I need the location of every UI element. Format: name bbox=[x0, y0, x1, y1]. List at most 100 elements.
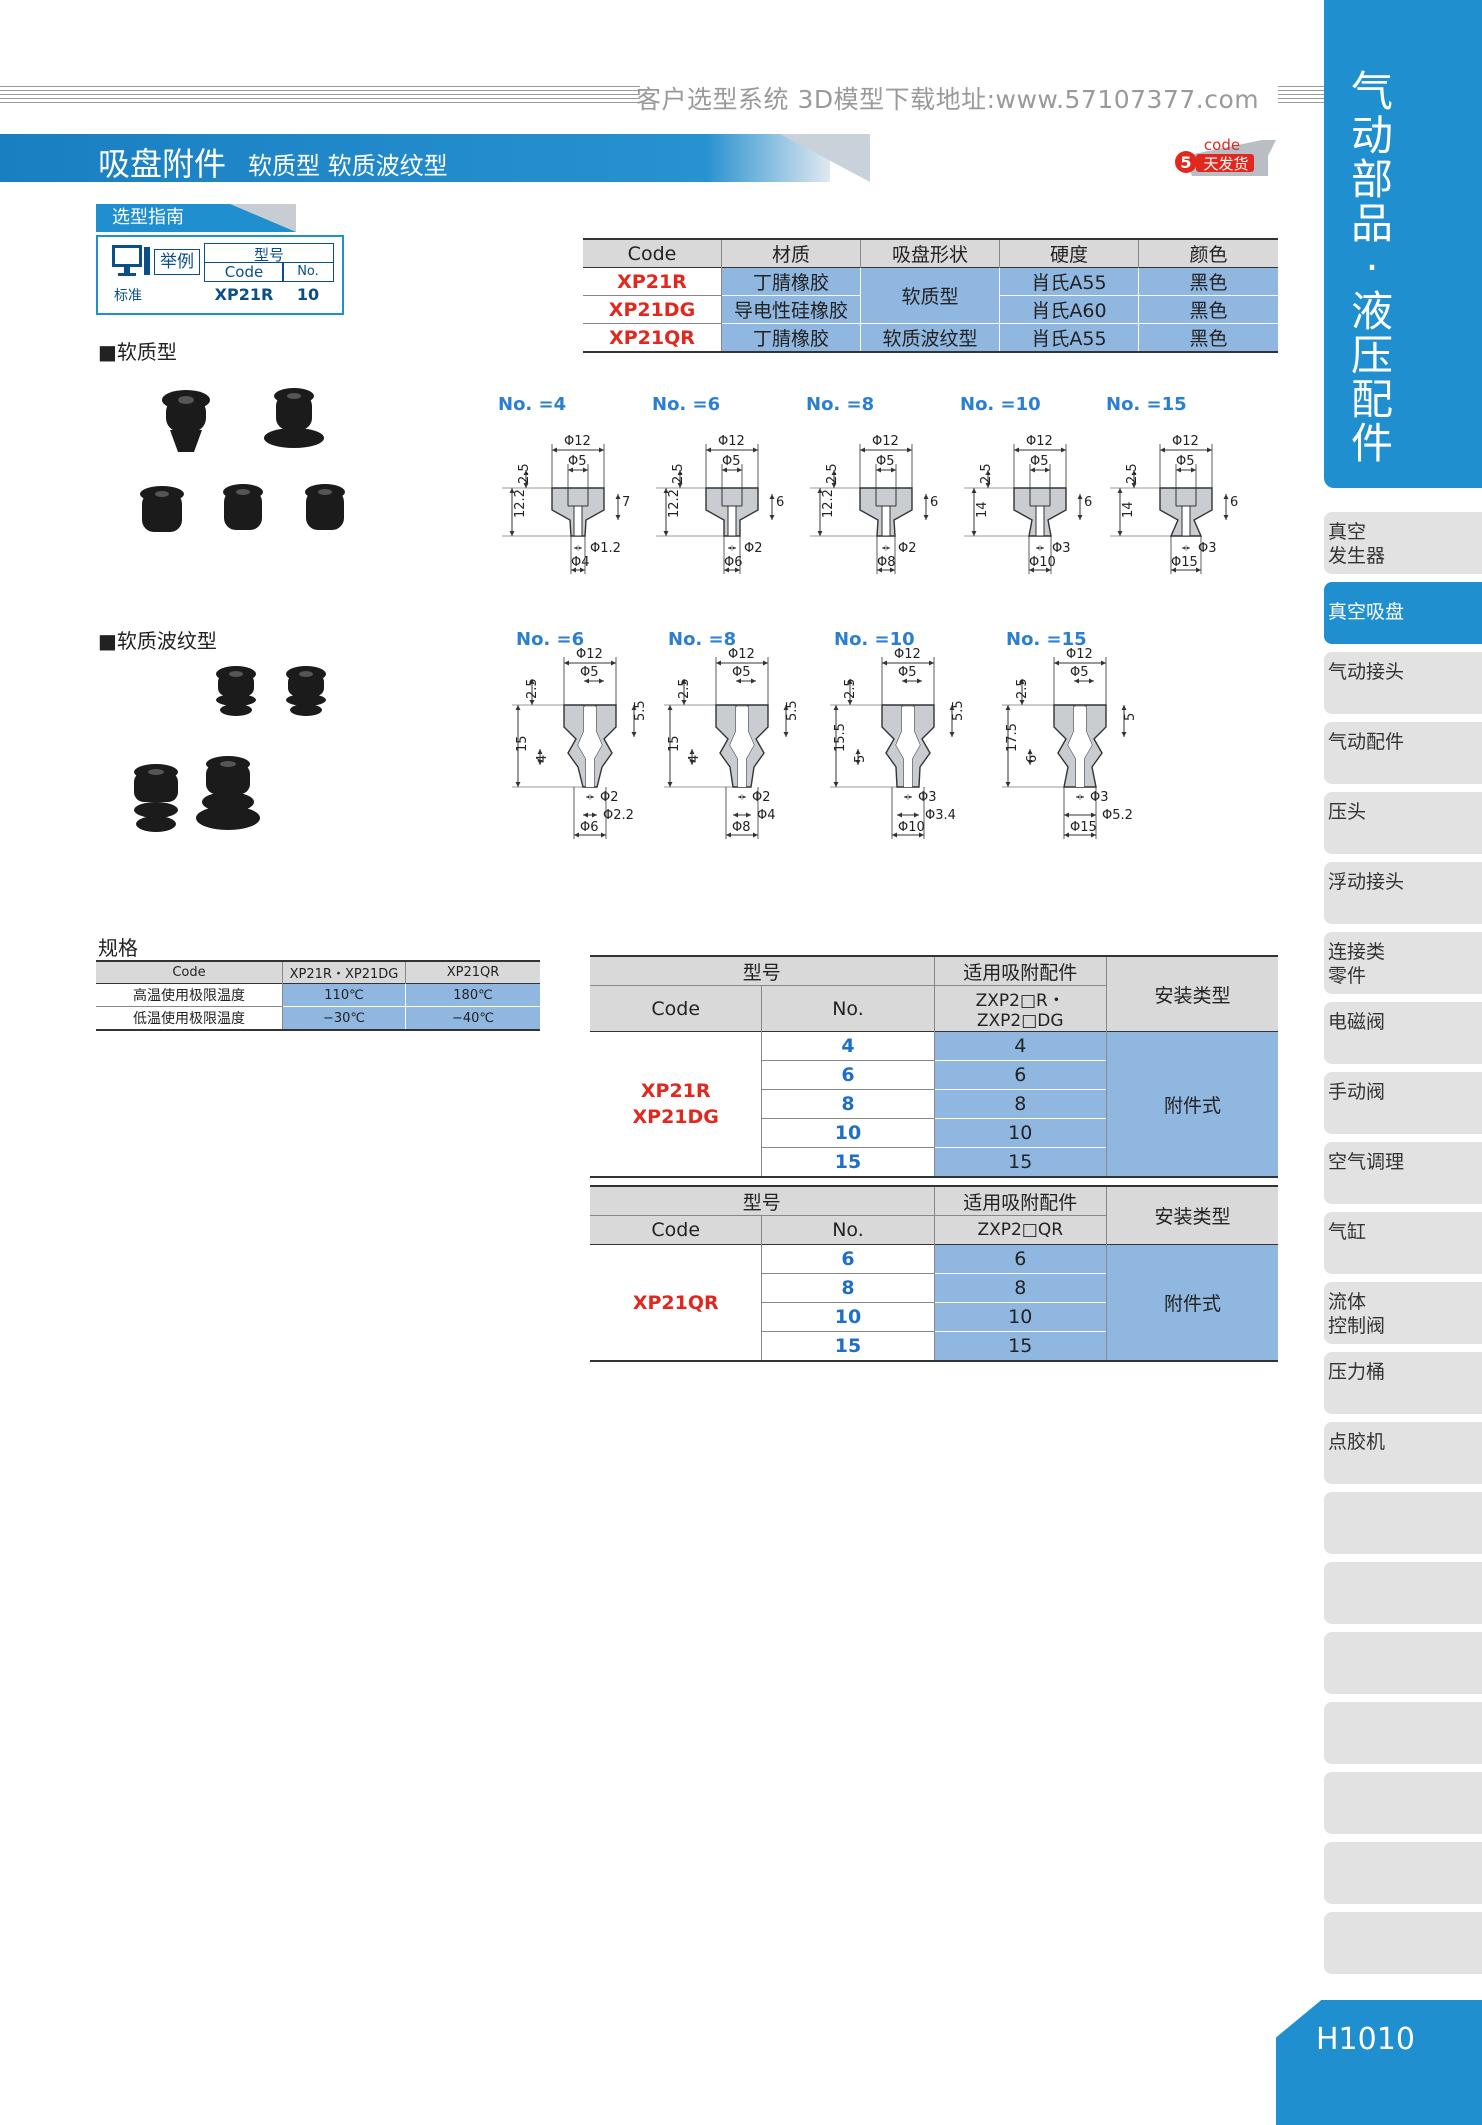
side-nav-item[interactable]: 流体 控制阀 bbox=[1324, 1282, 1482, 1344]
dimension-label: Φ5 bbox=[1176, 454, 1195, 469]
side-nav-empty-tab bbox=[1324, 1632, 1482, 1694]
dimension-label: Φ5 bbox=[898, 665, 917, 680]
mat-code-xp21dg: XP21DG bbox=[583, 295, 722, 324]
selection-guide-accent bbox=[230, 204, 296, 232]
side-nav-empty-tab bbox=[1324, 1702, 1482, 1764]
side-nav-item[interactable]: 空气调理 bbox=[1324, 1142, 1482, 1204]
fit1-mount: 附件式 bbox=[1106, 1031, 1278, 1177]
dimension-label: Φ12 bbox=[728, 647, 755, 662]
fit2-code: XP21QR bbox=[590, 1244, 763, 1361]
dimension-label: Φ12 bbox=[894, 647, 921, 662]
fit1-fit: 10 bbox=[934, 1118, 1107, 1148]
mat-material: 丁腈橡胶 bbox=[721, 267, 861, 296]
dimension-label: 4 bbox=[535, 755, 550, 763]
fit1-code: XP21R XP21DG bbox=[590, 1031, 763, 1177]
side-nav-label: 气动接头 bbox=[1328, 661, 1405, 683]
side-nav-item[interactable]: 真空 发生器 bbox=[1324, 512, 1482, 574]
drawing-number-label: No. =15 bbox=[1106, 394, 1187, 415]
mat-header-material: 材质 bbox=[721, 239, 861, 268]
dimension-label: Φ5 bbox=[1030, 454, 1049, 469]
dimension-label: 2.5 bbox=[843, 678, 858, 699]
spec-table: Code XP21R・XP21DG XP21QR 高温使用极限温度 110℃ 1… bbox=[96, 960, 540, 1031]
side-nav-item[interactable]: 气动配件 bbox=[1324, 722, 1482, 784]
dimension-label: 6 bbox=[1084, 495, 1092, 510]
spec-row-b: 180℃ bbox=[405, 983, 540, 1007]
side-nav-label: 真空 发生器 bbox=[1328, 521, 1386, 567]
header-lines-left bbox=[0, 86, 640, 104]
soft-type-photo bbox=[140, 388, 345, 532]
fit2-header-mount: 安装类型 bbox=[1106, 1186, 1278, 1245]
fit2-header-model: 型号 bbox=[590, 1186, 935, 1216]
fit2-fit: 8 bbox=[934, 1273, 1107, 1303]
dimension-label: 2.5 bbox=[979, 463, 994, 484]
side-category-panel bbox=[1324, 0, 1482, 488]
dimension-label: Φ3 bbox=[1090, 790, 1109, 805]
dimension-label: Φ4 bbox=[757, 808, 776, 823]
side-nav-label: 连接类 零件 bbox=[1328, 941, 1386, 987]
fit1-no: 4 bbox=[761, 1031, 935, 1061]
side-nav-label: 气缸 bbox=[1328, 1221, 1367, 1243]
title-bar-accent bbox=[780, 134, 870, 182]
title-bar bbox=[0, 134, 830, 182]
dimension-label: Φ10 bbox=[898, 820, 925, 835]
fit1-no: 10 bbox=[761, 1118, 935, 1148]
dimension-label: 15 bbox=[667, 735, 682, 752]
side-nav-item[interactable]: 真空吸盘 bbox=[1324, 582, 1482, 644]
side-nav-label: 压力桶 bbox=[1328, 1361, 1386, 1383]
spec-row-a: 110℃ bbox=[282, 983, 406, 1007]
mat-shape: 软质波纹型 bbox=[860, 323, 1000, 352]
dimension-label: 2.5 bbox=[1125, 463, 1140, 484]
side-nav-item[interactable]: 气缸 bbox=[1324, 1212, 1482, 1274]
fit2-header-fit: 适用吸附配件 bbox=[934, 1186, 1107, 1216]
dimension-label: Φ3 bbox=[1198, 541, 1217, 556]
dimension-label: 5.5 bbox=[633, 700, 648, 721]
side-nav-empty-tab bbox=[1324, 1842, 1482, 1904]
dimension-label: Φ8 bbox=[732, 820, 751, 835]
mat-color: 黑色 bbox=[1138, 295, 1278, 324]
page-number: H1010 bbox=[1316, 2022, 1415, 2057]
fit1-code-2: XP21DG bbox=[632, 1106, 719, 1128]
dimension-label: Φ3 bbox=[1052, 541, 1071, 556]
spec-row-a: −30℃ bbox=[282, 1006, 406, 1030]
dimension-label: 14 bbox=[1121, 501, 1136, 518]
side-nav-item[interactable]: 连接类 零件 bbox=[1324, 932, 1482, 994]
dimension-label: Φ3.4 bbox=[925, 808, 956, 823]
side-nav-item[interactable]: 浮动接头 bbox=[1324, 862, 1482, 924]
mat-header-shape: 吸盘形状 bbox=[860, 239, 1000, 268]
side-nav-label: 气动配件 bbox=[1328, 731, 1405, 753]
header-lines-right bbox=[1278, 86, 1324, 104]
side-nav-item[interactable]: 压力桶 bbox=[1324, 1352, 1482, 1414]
dimension-label: Φ5 bbox=[732, 665, 751, 680]
mat-header-color: 颜色 bbox=[1138, 239, 1278, 268]
dimension-label: 14 bbox=[975, 501, 990, 518]
side-nav-item[interactable]: 压头 bbox=[1324, 792, 1482, 854]
fit2-fit: 6 bbox=[934, 1244, 1107, 1274]
fit2-fit: 10 bbox=[934, 1302, 1107, 1332]
dimension-label: Φ5.2 bbox=[1102, 808, 1133, 823]
dimension-label: 2.5 bbox=[677, 678, 692, 699]
side-nav-item[interactable]: 点胶机 bbox=[1324, 1422, 1482, 1484]
drawing-number-label: No. =6 bbox=[652, 394, 721, 415]
side-nav-item[interactable]: 气动接头 bbox=[1324, 652, 1482, 714]
dimension-label: Φ12 bbox=[564, 434, 591, 449]
badge-text: 天发货 bbox=[1203, 155, 1248, 173]
dimension-label: Φ3 bbox=[918, 790, 937, 805]
drawing-number-label: No. =4 bbox=[498, 394, 567, 415]
standard-label: 标准 bbox=[114, 288, 142, 304]
side-nav-item[interactable]: 手动阀 bbox=[1324, 1072, 1482, 1134]
dimension-label: Φ12 bbox=[718, 434, 745, 449]
mat-color: 黑色 bbox=[1138, 267, 1278, 296]
dimension-label: 6 bbox=[776, 495, 784, 510]
delivery-badge: 5 天发货 code bbox=[1175, 136, 1276, 176]
fit1-header-code: Code bbox=[590, 985, 763, 1032]
page-title: 吸盘附件 bbox=[98, 145, 227, 183]
side-nav-item[interactable]: 电磁阀 bbox=[1324, 1002, 1482, 1064]
fit1-no: 8 bbox=[761, 1089, 935, 1119]
dimension-label: Φ12 bbox=[1026, 434, 1053, 449]
dimension-label: Φ12 bbox=[872, 434, 899, 449]
side-nav-label: 空气调理 bbox=[1328, 1151, 1405, 1173]
